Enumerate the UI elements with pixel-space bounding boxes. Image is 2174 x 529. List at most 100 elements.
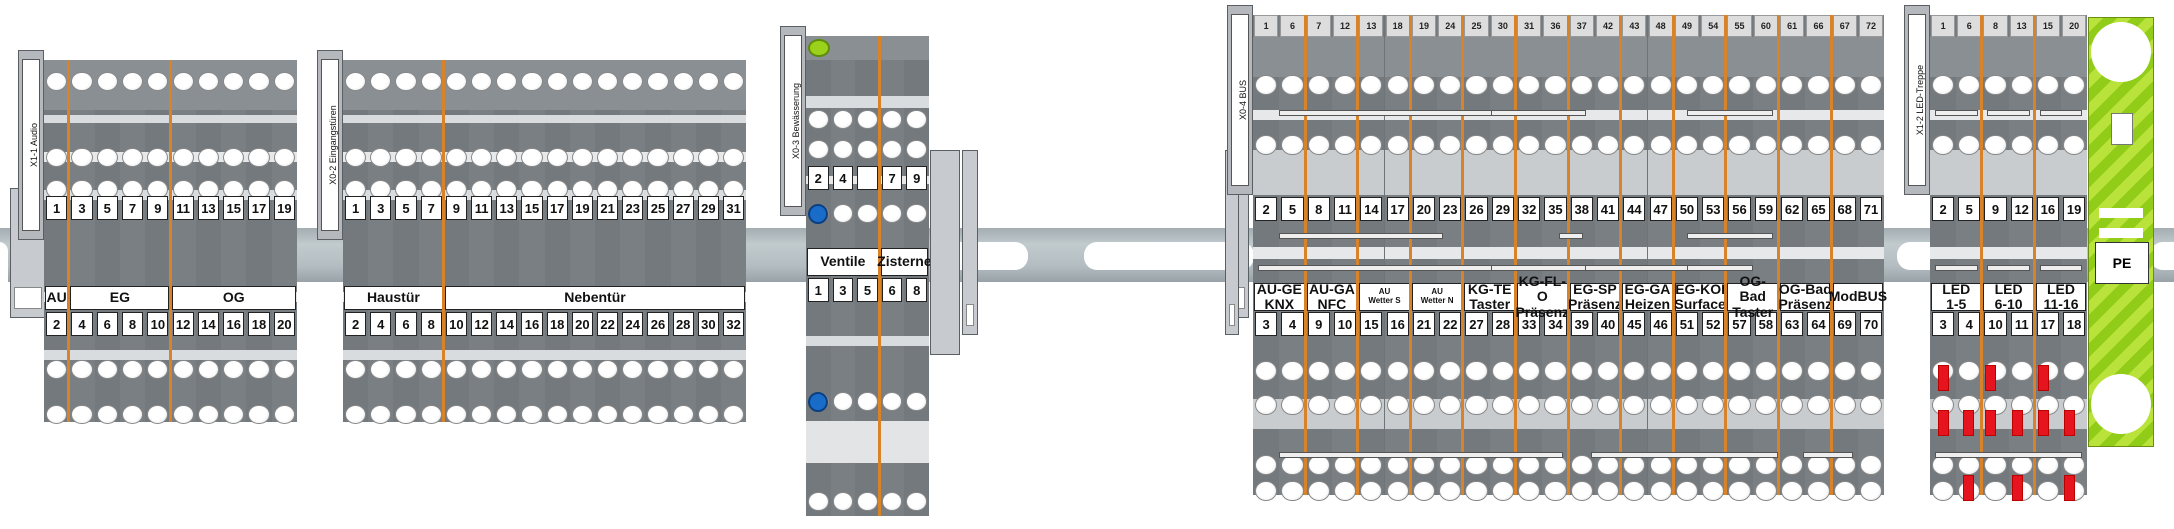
screw-opening[interactable] [345,72,367,92]
screw-opening[interactable] [808,110,829,129]
screw-opening[interactable] [1307,361,1330,382]
screw-opening[interactable] [1649,361,1672,382]
screw-opening[interactable] [647,360,669,380]
screw-opening[interactable] [96,405,118,425]
screw-opening[interactable] [172,405,194,425]
screw-opening[interactable] [147,72,169,92]
screw-opening[interactable] [1412,75,1436,96]
screw-opening[interactable] [445,360,467,380]
screw-opening[interactable] [1360,481,1383,502]
screw-opening[interactable] [597,405,619,425]
screw-opening[interactable] [1754,455,1777,476]
screw-opening[interactable] [1859,75,1883,96]
screw-opening[interactable] [1544,75,1567,96]
screw-opening[interactable] [1518,481,1541,502]
screw-opening[interactable] [857,204,878,223]
screw-opening[interactable] [1465,75,1488,96]
screw-opening[interactable] [1649,395,1672,416]
screw-opening[interactable] [1596,135,1620,156]
screw-opening[interactable] [1439,481,1462,502]
screw-opening[interactable] [1307,455,1330,476]
screw-opening[interactable] [46,405,68,425]
screw-opening[interactable] [370,148,392,168]
screw-opening[interactable] [445,72,467,92]
screw-opening[interactable] [1781,135,1804,156]
screw-opening[interactable] [1754,361,1777,382]
screw-opening[interactable] [1833,455,1856,476]
screw-opening[interactable] [121,72,144,92]
screw-opening[interactable] [1675,135,1699,156]
screw-opening[interactable] [906,140,927,159]
screw-opening[interactable] [697,360,719,380]
screw-opening[interactable] [1623,361,1646,382]
screw-opening[interactable] [2036,481,2059,502]
screw-opening[interactable] [1465,135,1488,156]
screw-opening[interactable] [172,148,194,168]
screw-opening[interactable] [1649,75,1672,96]
screw-opening[interactable] [1307,481,1330,502]
screw-opening[interactable] [723,360,745,380]
screw-opening[interactable] [1958,455,1981,476]
screw-opening[interactable] [1386,455,1409,476]
screw-opening[interactable] [1859,481,1883,502]
screw-opening[interactable] [1623,135,1646,156]
screw-opening[interactable] [521,360,543,380]
screw-opening[interactable] [1544,455,1567,476]
screw-opening[interactable] [906,110,927,129]
screw-opening[interactable] [1491,481,1514,502]
screw-opening[interactable] [1412,361,1436,382]
screw-opening[interactable] [1728,481,1751,502]
screw-opening[interactable] [1932,455,1955,476]
screw-opening[interactable] [1596,395,1620,416]
screw-opening[interactable] [857,110,878,129]
screw-opening[interactable] [345,405,367,425]
screw-opening[interactable] [723,148,745,168]
screw-opening[interactable] [1596,481,1620,502]
screw-opening[interactable] [1807,455,1830,476]
screw-opening[interactable] [1412,481,1436,502]
screw-opening[interactable] [2063,135,2086,156]
screw-opening[interactable] [881,492,903,511]
screw-opening[interactable] [1807,481,1830,502]
screw-opening[interactable] [1570,395,1593,416]
screw-opening[interactable] [1649,455,1672,476]
screw-opening[interactable] [1781,361,1804,382]
screw-opening[interactable] [420,405,442,425]
screw-opening[interactable] [1570,361,1593,382]
screw-opening[interactable] [1728,75,1751,96]
screw-opening[interactable] [1728,135,1751,156]
screw-opening[interactable] [46,72,68,92]
screw-opening[interactable] [147,360,169,380]
screw-opening[interactable] [147,148,169,168]
screw-opening[interactable] [1984,75,2007,96]
screw-opening[interactable] [672,360,694,380]
screw-opening[interactable] [1439,395,1462,416]
screw-opening[interactable] [1281,481,1304,502]
screw-opening[interactable] [597,360,619,380]
screw-opening[interactable] [471,360,493,380]
screw-opening[interactable] [881,392,903,411]
screw-opening[interactable] [1281,135,1304,156]
screw-opening[interactable] [496,72,518,92]
screw-opening[interactable] [1754,75,1777,96]
screw-opening[interactable] [1465,455,1488,476]
screw-opening[interactable] [521,72,543,92]
screw-opening[interactable] [1491,395,1514,416]
screw-opening[interactable] [1781,395,1804,416]
screw-opening[interactable] [121,148,144,168]
screw-opening[interactable] [1518,395,1541,416]
screw-opening[interactable] [2036,75,2059,96]
screw-opening[interactable] [1675,361,1699,382]
screw-opening[interactable] [71,405,93,425]
screw-opening[interactable] [1728,361,1751,382]
screw-opening[interactable] [697,72,719,92]
screw-opening[interactable] [1412,395,1436,416]
screw-opening[interactable] [571,148,593,168]
screw-opening[interactable] [1754,135,1777,156]
screw-opening[interactable] [1439,455,1462,476]
screw-opening[interactable] [1465,481,1488,502]
screw-opening[interactable] [1439,75,1462,96]
screw-opening[interactable] [1518,75,1541,96]
screw-opening[interactable] [420,360,442,380]
screw-opening[interactable] [1781,455,1804,476]
